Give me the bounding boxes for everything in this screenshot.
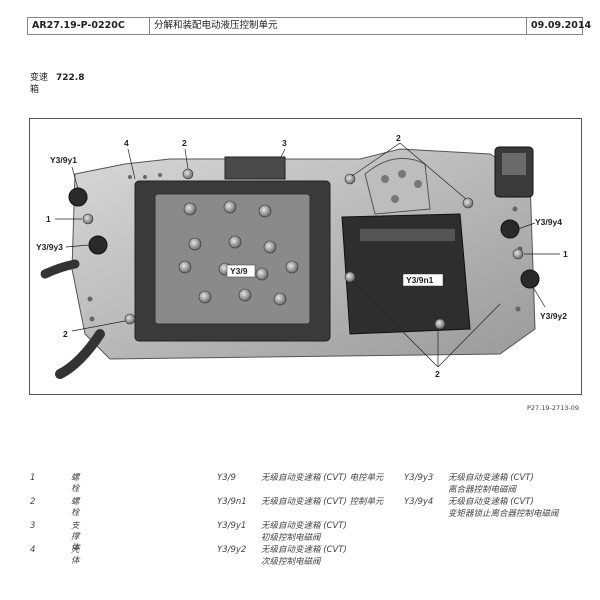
callout-y3-9y4: Y3/9y4 xyxy=(535,217,562,227)
callout-2-bottom: 2 xyxy=(435,369,440,379)
subject-block: 变速箱 722.8 xyxy=(30,72,84,96)
subject-label: 变速箱 xyxy=(30,73,49,95)
label-y3-9: Y3/9 xyxy=(230,266,248,276)
callout-2-top: 2 xyxy=(182,138,187,148)
callout-y3-9y1: Y3/9y1 xyxy=(50,155,77,165)
callout-4: 4 xyxy=(124,138,129,148)
subject-value: 722.8 xyxy=(56,73,85,83)
callout-2-left: 2 xyxy=(63,329,68,339)
document-date: 09.09.2014 xyxy=(531,20,592,31)
leader-lines xyxy=(55,142,560,368)
callout-2-upper-right: 2 xyxy=(396,133,401,143)
document-header: AR27.19-P-0220C 分解和装配电动液压控制单元 09.09.2014 xyxy=(27,17,592,35)
callout-y3-9y2: Y3/9y2 xyxy=(540,311,567,321)
callout-1-left: 1 xyxy=(46,214,51,224)
callout-3: 3 xyxy=(282,138,287,148)
figure-reference: P27.19-2713-09 xyxy=(526,404,579,412)
document-title: 分解和装配电动液压控制单元 xyxy=(150,18,527,34)
callout-1-right: 1 xyxy=(563,249,568,259)
document-code: AR27.19-P-0220C xyxy=(28,18,150,34)
control-unit-illustration: Y3/9y1 4 2 3 2 1 Y3/9y3 Y3/9y4 1 Y3/9y2 … xyxy=(36,133,568,379)
label-y3-9n1: Y3/9n1 xyxy=(406,275,434,285)
solenoids xyxy=(68,187,540,289)
plate-bolts xyxy=(178,200,299,306)
figure-frame: Y3/9y1 4 2 3 2 1 Y3/9y3 Y3/9y4 1 Y3/9y2 … xyxy=(29,118,582,395)
callout-y3-9y3: Y3/9y3 xyxy=(36,242,63,252)
